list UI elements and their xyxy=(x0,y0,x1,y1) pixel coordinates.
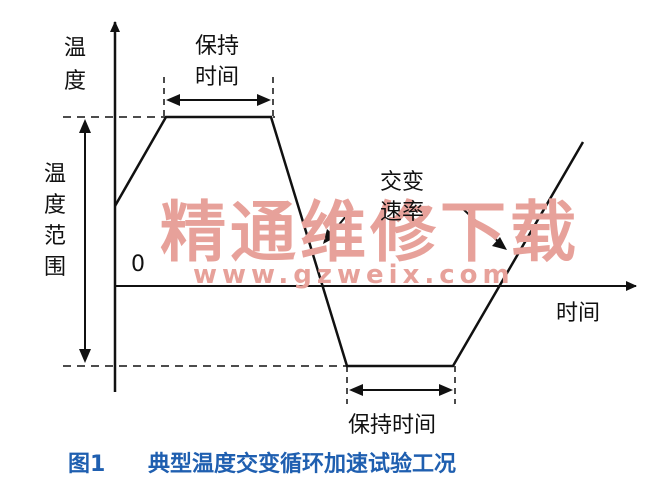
hold-time-top-label-2: 时间 xyxy=(195,65,239,90)
range-label-char: 温 xyxy=(44,162,66,187)
hold-time-bottom-label: 保持时间 xyxy=(348,413,436,438)
origin-label: 0 xyxy=(131,252,145,277)
rate-label-1: 交变 xyxy=(380,170,424,195)
figure-number: 图1 xyxy=(68,452,105,477)
y-axis-label-temp: 温 xyxy=(64,36,86,61)
hold-top-arrow-left-head xyxy=(166,94,180,106)
range-arrow-down-head xyxy=(79,349,91,363)
watermark-text: 精通维修下载 xyxy=(160,194,580,271)
rate-label-2: 速率 xyxy=(380,200,424,225)
x-axis-label: 时间 xyxy=(556,301,600,326)
figure-caption: 典型温度交变循环加速试验工况 xyxy=(148,451,456,477)
hold-bottom-arrow-left-head xyxy=(349,384,363,396)
rate-arrow-right xyxy=(462,208,503,246)
range-arrow-up-head xyxy=(79,119,91,133)
range-label-char: 围 xyxy=(44,255,66,280)
hold-time-top-label-1: 保持 xyxy=(195,34,239,59)
y-axis-label-degree: 度 xyxy=(64,69,86,94)
hold-top-arrow-right-head xyxy=(257,94,271,106)
range-label-char: 度 xyxy=(44,193,66,218)
watermark-url: www.gzweix.com xyxy=(193,260,515,290)
rate-arrow-left-head xyxy=(323,229,336,244)
temperature-cycle-curve xyxy=(113,115,585,368)
hold-bottom-arrow-right-head xyxy=(439,384,453,396)
range-label-char: 范 xyxy=(44,224,66,249)
rate-arrow-right-head xyxy=(492,237,507,250)
